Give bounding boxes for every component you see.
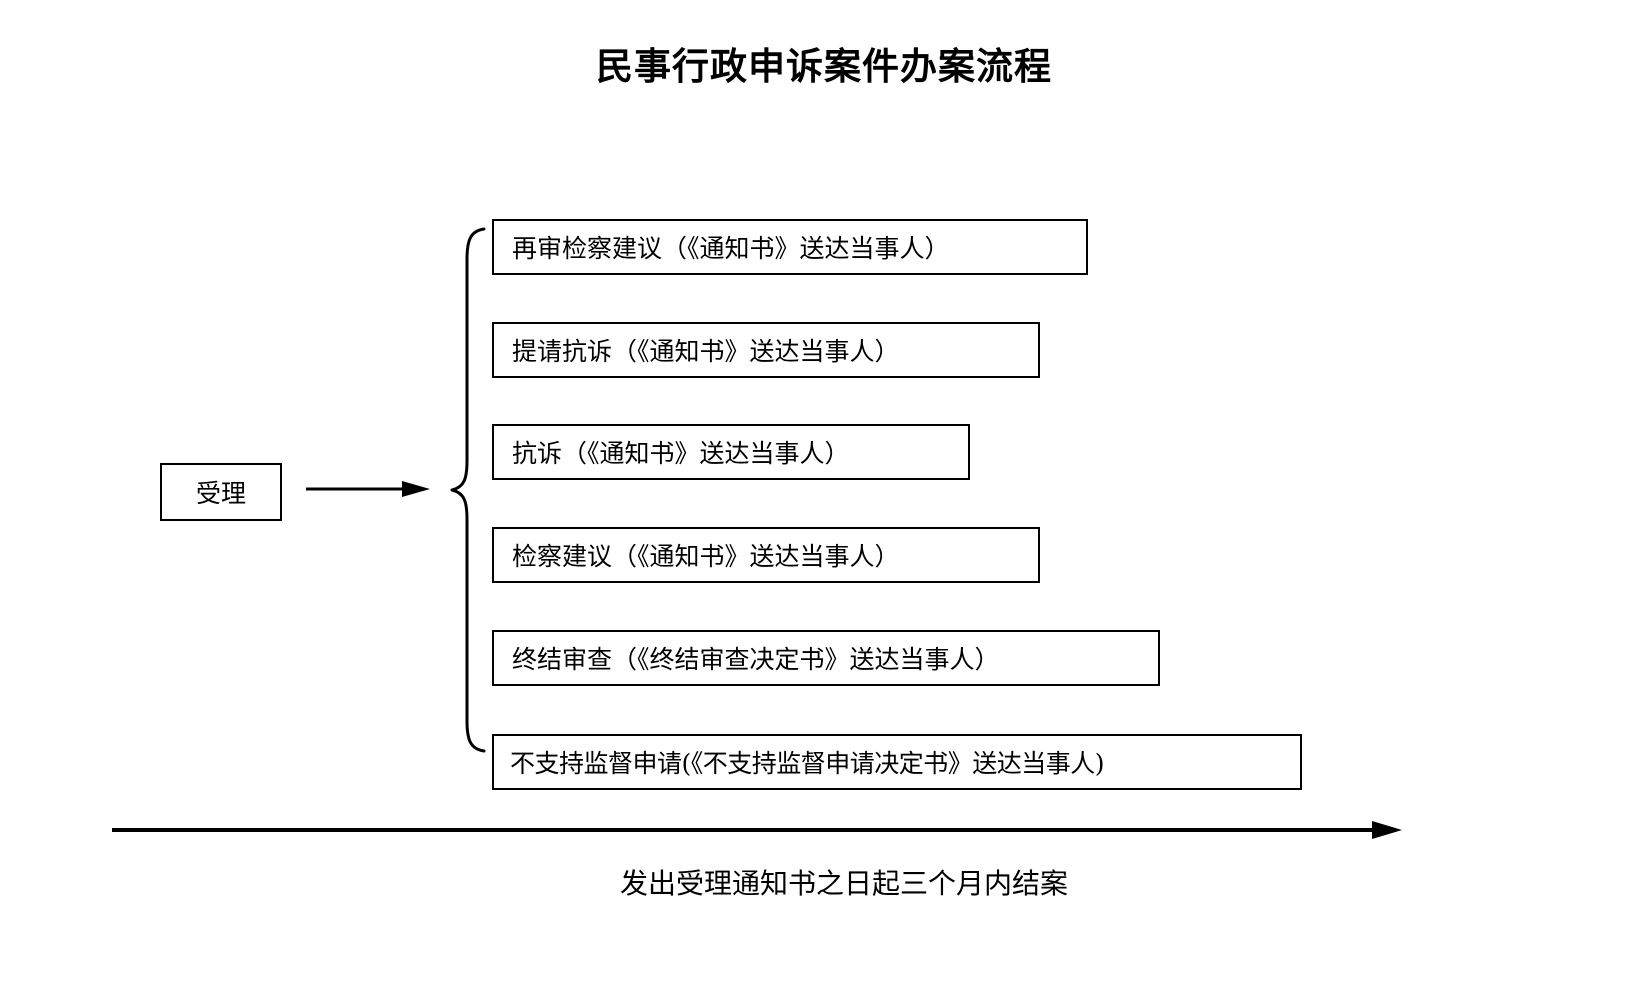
outcome-label: 再审检察建议（《通知书》送达当事人） <box>512 234 950 263</box>
outcome-label: 终结审查（《终结审查决定书》送达当事人） <box>512 645 1000 674</box>
timeline-caption: 发出受理通知书之日起三个月内结案 <box>619 867 1068 900</box>
outcome-box: 提请抗诉（《通知书》送达当事人） <box>492 322 1040 378</box>
outcome-box: 抗诉（《通知书》送达当事人） <box>492 424 970 480</box>
outcome-label: 不支持监督申请(《不支持监督申请决定书》送达当事人) <box>510 749 1105 778</box>
outcome-box: 检察建议（《通知书》送达当事人） <box>492 527 1040 583</box>
flow-node-intake: 受理 <box>160 463 282 521</box>
page-title: 民事行政申诉案件办案流程 <box>596 44 1052 88</box>
outcome-box: 终结审查（《终结审查决定书》送达当事人） <box>492 630 1160 686</box>
outcome-box: 再审检察建议（《通知书》送达当事人） <box>492 219 1088 275</box>
outcome-label: 提请抗诉（《通知书》送达当事人） <box>512 337 900 366</box>
timeline-arrow-right-icon <box>112 818 1402 842</box>
outcome-label: 抗诉（《通知书》送达当事人） <box>512 439 850 468</box>
flow-node-intake-label: 受理 <box>195 479 246 508</box>
curly-brace-icon <box>440 225 486 755</box>
outcome-box: 不支持监督申请(《不支持监督申请决定书》送达当事人) <box>492 734 1302 790</box>
arrow-right-icon <box>306 479 430 499</box>
outcome-label: 检察建议（《通知书》送达当事人） <box>512 542 900 571</box>
